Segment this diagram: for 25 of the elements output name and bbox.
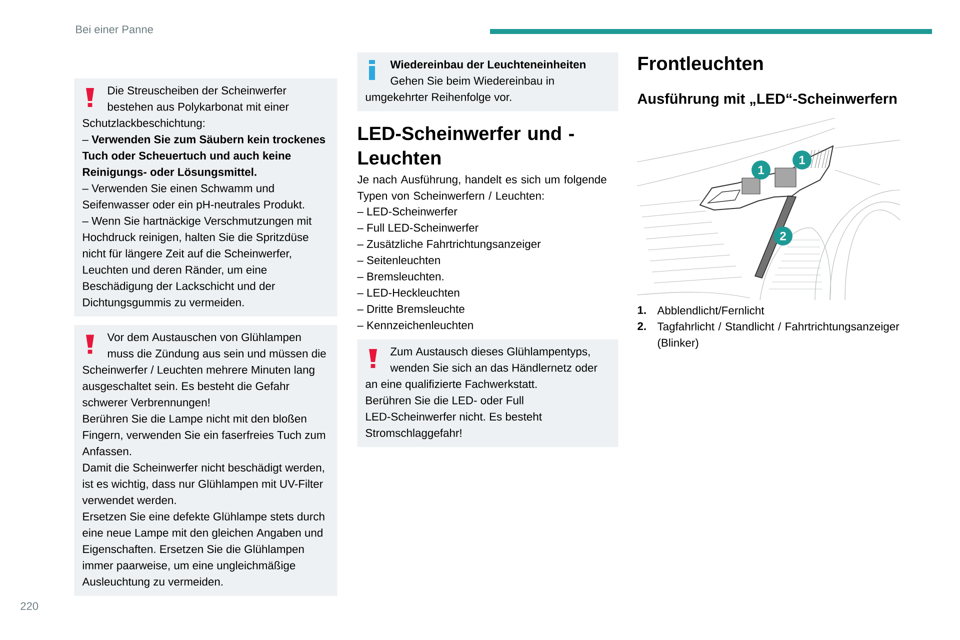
running-header: 220 <box>20 602 38 610</box>
body-text: Abblendlicht/Fernlicht <box>657 306 764 314</box>
list-number: 2. <box>638 322 646 330</box>
list-number: 1. <box>638 306 646 314</box>
body-text: Tagfahrlicht / Standlicht / Fahrtrichtungsanzeiger (Blinker) <box>657 322 900 349</box>
body-text: – Full LED-Scheinwerfer <box>357 223 478 232</box>
callout-number: 1 <box>752 160 771 180</box>
section-heading: LED-Scheinwerfer und -Leuchten <box>358 126 574 165</box>
body-text: Je nach Ausführung, handelt es sich um folgende Typen von Scheinwerfern / Leuchten: <box>357 175 606 202</box>
note-box: Vor dem Austauschen von Glühlampen muss die Zündung aus sein und müssen die Scheinwerfer / Leuchten mehrere Minuten lang ausgeschaltet sein. Es besteht die Gefahr schwerer Verbrennungen! Berühren Sie die Lampe nicht mit den bloßen Fingern, verwenden Sie ein faserfreies Tuch zum Anfassen. Damit die Scheinwerfer nicht beschädigt werden, ist es wichtig, dass nur Glühlampen mit UV-Filter verwendet werden. Ersetzen Sie eine defekte Glühlampe stets durch eine neue Lampe mit den gleichen Angaben und Eigenschaften. Ersetzen Sie die Glühlampen immer paarweise, um eine ungleichmäßige Ausleuchtung zu vermeiden. <box>74 324 338 596</box>
body-text: – Dritte Bremsleuchte <box>357 304 464 313</box>
body-text: – Seitenleuchten <box>357 256 440 264</box>
body-text: – Bremsleuchten. <box>357 272 444 280</box>
body-text: – LED-Heckleuchten <box>357 288 460 297</box>
callout-number: 1 <box>792 150 812 170</box>
callout-number: 2 <box>774 226 793 246</box>
section-heading: Frontleuchten <box>638 56 763 70</box>
subsection-heading: Ausführung mit „LED“-Scheinwerfern <box>638 93 897 107</box>
note-box: Die Streuscheiben der Scheinwerfer bestehen aus Polykarbonat mit einer Schutzlackbeschichtung: – Verwenden Sie zum Säubern kein trockenes Tuch oder Scheuertuch und auch keine Reinigungs- oder Lösungsmittel. – Verwenden Sie einen Schwamm und Seifenwasser oder ein pH-neutrales Produkt. – Wenn Sie hartnäckige Verschmutzungen mit Hochdruck reinigen, halten Sie die Spritzdüse nicht für längere Zeit auf die Scheinwerfer, Leuchten und deren Ränder, um eine Beschädigung der Lackschicht und der Dichtungsgummis zu vermeiden. <box>74 78 338 317</box>
note-box: Zum Austausch dieses Glühlampentyps, wenden Sie sich an das Händlernetz oder an eine qualifizierte Fachwerkstatt. Berühren Sie die LED- oder Full LED-Scheinwerfer nicht. Es besteht Stromschlaggefahr! <box>357 339 618 448</box>
body-text: – Zusätzliche Fahrtrichtungsanzeiger <box>357 240 541 250</box>
note-box: Wiedereinbau der Leuchteneinheiten Gehen Sie beim Wiedereinbau in umgekehrter Reihenfolge vor. <box>357 52 618 112</box>
body-text: – LED-Scheinwerfer <box>357 207 458 216</box>
running-header: Bei einer Panne <box>76 25 153 34</box>
body-text: – Kennzeichenleuchten <box>357 320 473 330</box>
